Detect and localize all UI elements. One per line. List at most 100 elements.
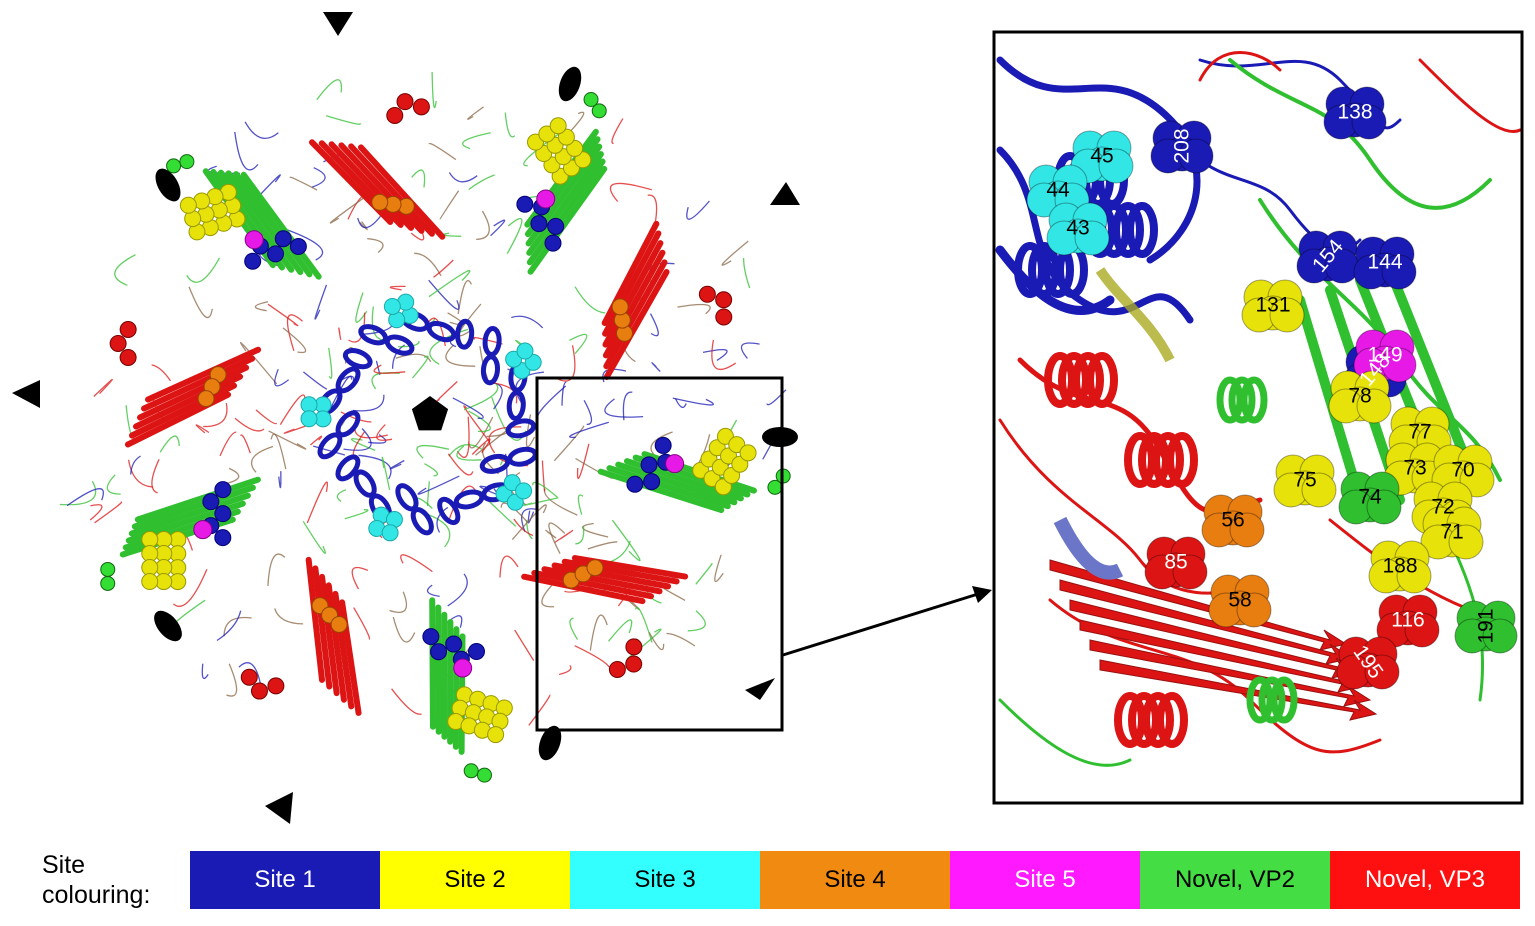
residue-atom	[1351, 104, 1387, 140]
coil-strand	[532, 481, 558, 498]
vp3-strand	[312, 565, 333, 690]
residue-atom	[1098, 148, 1134, 184]
coil-strand	[316, 79, 343, 101]
triangle-icon	[770, 182, 800, 205]
coil-strand	[463, 405, 491, 443]
coil-strand	[587, 541, 618, 550]
residue-label-56: 56	[1221, 509, 1244, 532]
coil-strand	[721, 240, 749, 266]
vp1-helix	[453, 489, 485, 510]
site1-sphere	[516, 195, 534, 213]
coil-strand	[553, 425, 585, 462]
legend-item-2: Site 2	[380, 851, 570, 909]
residue-label-75: 75	[1293, 469, 1316, 492]
coil-strand	[314, 284, 328, 320]
coil-strand	[581, 522, 609, 538]
coil-strand	[268, 430, 307, 450]
coil-strand	[702, 348, 728, 361]
vp3-helix	[1142, 692, 1174, 748]
site4-sphere	[586, 559, 604, 577]
asymmetric-unit-1	[453, 418, 791, 678]
coil-strand	[504, 112, 516, 138]
vp2-strand	[134, 476, 261, 523]
vp3-sphere	[119, 320, 137, 338]
residue-label-78: 78	[1348, 385, 1371, 408]
vp2-sphere	[100, 575, 116, 591]
residue-label-116: 116	[1391, 609, 1424, 632]
coil-strand	[172, 568, 208, 607]
residue-label-73: 73	[1403, 457, 1426, 480]
ribbon	[995, 245, 1115, 315]
vp2-strand	[597, 468, 725, 514]
vp2-strand	[526, 151, 604, 256]
residue-label-72: 72	[1431, 496, 1454, 519]
residue-label-208: 208	[1171, 128, 1194, 163]
coil-strand	[344, 509, 369, 520]
residue-label-138: 138	[1337, 101, 1372, 124]
coil-strand	[66, 488, 104, 507]
site3-sphere	[515, 482, 533, 500]
coil-strand	[267, 303, 299, 327]
coil-strand	[348, 312, 366, 343]
site1-sphere	[530, 215, 548, 233]
residue-atom	[1172, 554, 1208, 590]
site4-sphere	[371, 193, 389, 211]
coil-strand	[609, 182, 652, 202]
coil-strand	[392, 616, 416, 643]
vp3-sphere	[396, 93, 414, 111]
site2-sphere	[549, 117, 567, 135]
residue-label-45: 45	[1090, 145, 1113, 168]
coil-strand	[151, 459, 160, 494]
coil-strand	[543, 488, 578, 516]
vp2-sphere	[591, 103, 607, 119]
residue-atom	[1178, 138, 1214, 174]
coil-strand	[695, 563, 713, 585]
coil-strand	[89, 504, 103, 521]
legend-title: Site colouring:	[42, 850, 150, 910]
site1-sphere	[544, 234, 562, 252]
coil-strand	[398, 340, 420, 348]
coil-strand	[416, 444, 450, 459]
coil-strand	[575, 525, 585, 545]
vp2-strand	[233, 171, 313, 278]
residue-sphere-75	[1273, 454, 1337, 508]
oval-icon	[154, 610, 182, 642]
vp3-helix	[1152, 432, 1184, 488]
residue-sphere-188	[1368, 540, 1432, 594]
coil-strand	[714, 554, 724, 583]
vp2-sphere	[583, 92, 599, 108]
zoom-box	[535, 376, 784, 732]
vp2-sphere	[476, 767, 492, 783]
residue-atom	[1364, 654, 1400, 690]
coil-strand	[426, 584, 440, 597]
vp3-strand	[602, 249, 666, 359]
coil-strand	[513, 518, 534, 537]
residue-atom	[1301, 472, 1337, 508]
site1-sphere	[626, 475, 644, 493]
oval-icon	[538, 725, 562, 761]
vp1-helix	[426, 320, 457, 343]
coil-strand	[576, 443, 590, 480]
residue-sphere-58	[1208, 574, 1272, 628]
vp2-sphere	[100, 561, 116, 577]
coil-strand	[251, 445, 274, 473]
site5-sphere	[536, 189, 556, 209]
triangle-icon	[12, 380, 40, 408]
oval-icon	[762, 427, 798, 447]
oval-icon	[558, 66, 582, 102]
coil-strand	[622, 391, 633, 421]
asymmetric-unit-2	[240, 469, 513, 783]
coil-strand	[583, 399, 593, 426]
coil-strand	[554, 529, 574, 544]
coil-strand	[674, 398, 687, 409]
vp1-helix	[1112, 202, 1144, 258]
residue-label-85: 85	[1164, 551, 1187, 574]
vp2-strand	[131, 484, 256, 530]
coil-strand	[431, 71, 437, 109]
vp2-sphere	[166, 158, 182, 174]
coil-strand	[151, 364, 172, 382]
vp2-sphere	[179, 154, 195, 170]
coil-strand	[448, 485, 476, 521]
vp3-strand	[132, 373, 244, 430]
vp1-helix	[479, 453, 511, 474]
